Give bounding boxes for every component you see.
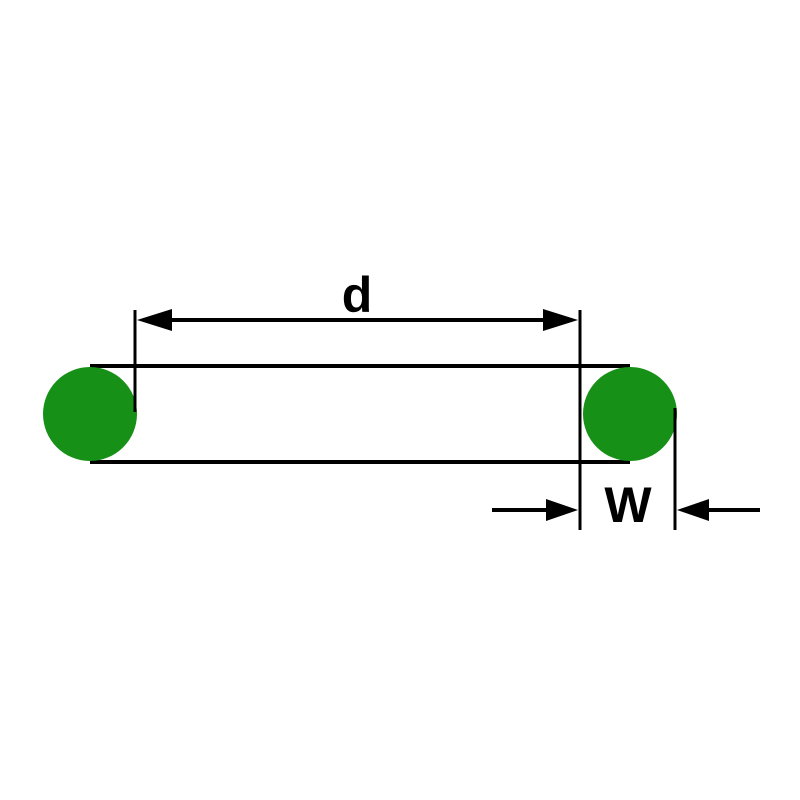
w-arrowhead-right-icon bbox=[677, 499, 709, 521]
d-arrowhead-left-icon bbox=[137, 309, 172, 331]
oring-right-section bbox=[583, 367, 677, 461]
oring-left-section bbox=[43, 367, 137, 461]
diameter-label: d bbox=[342, 267, 373, 323]
width-label: W bbox=[604, 477, 652, 533]
d-arrowhead-right-icon bbox=[543, 309, 578, 331]
w-arrowhead-left-icon bbox=[546, 499, 578, 521]
